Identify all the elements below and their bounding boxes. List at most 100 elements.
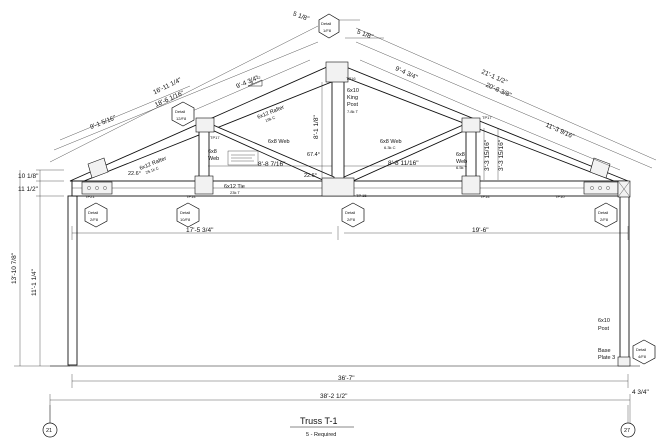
- slope-rise: 12: [256, 75, 261, 80]
- label-tp10: TP10: [555, 194, 565, 199]
- dim-right-web-h1: 3'-3 15/16": [484, 139, 491, 171]
- detail-callout-1[interactable]: Detail 1/F8: [318, 13, 340, 39]
- dim-overall: 38'-2 1/2": [320, 393, 348, 400]
- right-post: [619, 195, 630, 366]
- svg-text:Detail: Detail: [88, 210, 98, 215]
- post-label-a: 6x10: [598, 318, 610, 324]
- label-tp21: TP21: [85, 194, 95, 199]
- label-tp17-right: TP17: [482, 115, 492, 120]
- angle-center-left: 22.6°: [304, 173, 317, 179]
- grid-bubble-left[interactable]: [42, 422, 58, 438]
- label-tp17-left: TP17: [210, 135, 220, 140]
- right-diag-web-label: 6x8 Web: [380, 139, 402, 145]
- svg-text:12/F8: 12/F8: [176, 116, 187, 121]
- svg-text:Detail: Detail: [598, 210, 608, 215]
- label-tp14-left: TP14: [186, 194, 196, 199]
- svg-text:2/F8: 2/F8: [600, 217, 609, 222]
- left-post: [67, 195, 78, 366]
- dim-top-right-2: 20'-8 3/8": [484, 82, 513, 100]
- label-tp16: TP16: [346, 76, 356, 81]
- detail-callout-5[interactable]: Detail 2/F8: [341, 202, 365, 228]
- left-diag-web-label: 6x8 Web: [268, 139, 290, 145]
- detail-callout-7[interactable]: Detail 4/F8: [632, 339, 656, 365]
- right-diagonal-web: [343, 121, 471, 186]
- slope-triangle: [248, 80, 263, 87]
- right-vertical-web: [465, 123, 477, 182]
- grid-left-label: 21: [46, 428, 52, 434]
- svg-text:10/F8: 10/F8: [180, 217, 191, 222]
- dim-span-left: 17'-5 3/4": [186, 227, 214, 234]
- svg-text:25.1k C: 25.1k C: [145, 165, 160, 175]
- svg-text:Detail: Detail: [180, 210, 190, 215]
- right-web-force: 6.5k T: [456, 165, 468, 170]
- angle-king: 67.4°: [307, 152, 320, 158]
- svg-text:1/F8: 1/F8: [323, 28, 332, 33]
- svg-text:Detail: Detail: [636, 347, 646, 352]
- svg-text:Detail: Detail: [345, 210, 355, 215]
- plate-tp21: [81, 181, 113, 195]
- dim-post-span: 36'-7": [338, 375, 355, 382]
- right-diag-web-force: 6.3k C: [384, 145, 396, 150]
- plate-tp17-left: [195, 117, 215, 133]
- dim-peak-1: 5 1/8": [292, 11, 311, 24]
- tie-force: 23k T: [230, 190, 240, 195]
- dim-top-left-3: 9'-4 3/4": [235, 74, 260, 90]
- king-label-c: Post: [347, 102, 358, 108]
- tie-label: 6x12 Tie: [224, 184, 245, 190]
- base-plate-label-a: Base: [598, 348, 611, 354]
- plate-heel-left: [87, 157, 109, 179]
- grid-right-label: 27: [624, 428, 630, 434]
- dim-top-right-1: 21'-1 1/2": [480, 69, 509, 87]
- svg-text:Detail: Detail: [321, 21, 331, 26]
- detail-callout-2[interactable]: Detail 12/F8: [171, 101, 195, 127]
- dim-left-h4: 11'-1 1/4": [31, 268, 38, 296]
- drawing-title: Truss T-1: [300, 416, 338, 426]
- detail-callout-4[interactable]: Detail 10/F8: [176, 202, 200, 228]
- dim-left-h2: 11 1/2": [18, 186, 39, 193]
- detail-callout-3[interactable]: Detail 2/F8: [84, 202, 108, 228]
- label-tp15: TP 15: [356, 193, 367, 198]
- label-tp14-right: TP14: [480, 194, 490, 199]
- dim-right-small: 4 3/4": [632, 389, 649, 396]
- right-web-label-b: Web: [456, 159, 467, 165]
- drawing-subtitle: 5 - Required: [306, 432, 336, 438]
- svg-text:Detail: Detail: [175, 109, 185, 114]
- left-web-label-a: 6x8: [208, 149, 217, 155]
- king-label-a: 6x10: [347, 88, 359, 94]
- notes-box: [227, 150, 259, 166]
- plate-tp10: [583, 181, 619, 195]
- base-plate-label-b: Plate 3: [598, 355, 615, 361]
- dim-right-web-h2: 3'-3 15/16": [498, 139, 505, 171]
- post-label-b: Post: [598, 326, 609, 332]
- grid-bubble-right[interactable]: [620, 422, 636, 438]
- dim-right-web: 8'-8 11/16": [388, 160, 419, 167]
- angle-left-heel: 22.6°: [128, 171, 141, 177]
- left-rafter-label: 6x12 Rafter 25.1k C: [139, 156, 168, 175]
- dim-top-right-3: 9'-4 3/4": [394, 65, 419, 81]
- svg-text:2/F8: 2/F8: [347, 217, 356, 222]
- dim-left-h3: 13'-10 7/8": [11, 252, 18, 284]
- king-label-b: King: [347, 95, 358, 101]
- dim-left-web: 8'-8 7/16": [258, 161, 286, 168]
- svg-text:2/F8: 2/F8: [90, 217, 99, 222]
- dim-top-left-4: 9'-1 5/16": [89, 114, 118, 131]
- plate-heel-right: [589, 157, 611, 179]
- dim-span-right: 19'-6": [472, 227, 489, 234]
- dim-top-right-4: 11'-3 9/16": [544, 122, 575, 141]
- plate-tp15: [321, 177, 355, 197]
- svg-text:4/F8: 4/F8: [638, 354, 647, 359]
- king-post: [331, 67, 345, 182]
- king-force: 7.8k T: [347, 109, 359, 114]
- plate-tp14-left: [194, 175, 214, 195]
- plate-tp14-right: [461, 175, 481, 195]
- svg-text:19k C: 19k C: [264, 115, 276, 124]
- slope-run: 5: [251, 80, 254, 85]
- right-web-label-a: 6x8: [456, 152, 465, 158]
- detail-callout-6[interactable]: Detail 2/F8: [594, 202, 618, 228]
- dim-left-h1: 10 1/8": [18, 173, 39, 180]
- plate-tp16: [325, 61, 349, 83]
- dim-king-height: 8'-1 1/8": [313, 115, 320, 139]
- base-plate: [617, 356, 631, 367]
